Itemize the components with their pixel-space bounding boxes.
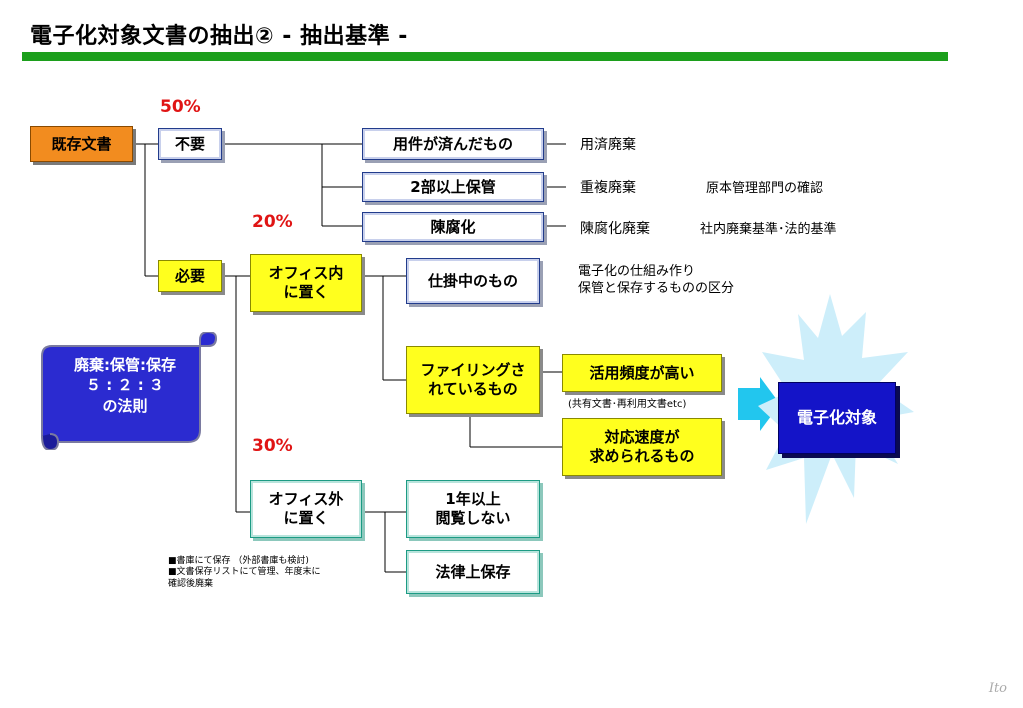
- obsolete-box: 陳腐化: [362, 212, 544, 242]
- fast-response-label: 対応速度が 求められるもの: [589, 428, 695, 465]
- high-use-box: 活用頻度が高い: [562, 354, 722, 392]
- not-viewed-label: 1年以上 閲覧しない: [435, 490, 511, 527]
- outside-office-box: オフィス外 に置く: [250, 480, 362, 538]
- digitize-target-box: 電子化対象: [778, 382, 896, 454]
- existing-docs-box: 既存文書: [30, 126, 133, 162]
- rule-banner-text: 廃棄:保管:保存 ５ : ２ : ３ の法則: [74, 356, 176, 415]
- percent-50: 50%: [160, 97, 201, 117]
- filing-label: ファイリングさ れているもの: [420, 361, 526, 398]
- in-office-label: オフィス内 に置く: [268, 264, 344, 301]
- duplicate-box: 2部以上保管: [362, 172, 544, 202]
- obsolete-label: 陳腐化: [430, 217, 476, 236]
- in-progress-note: 電子化の仕組み作り 保管と保存するものの区分: [578, 264, 735, 296]
- filing-box: ファイリングさ れているもの: [406, 346, 540, 414]
- unneeded-label: 不要: [174, 134, 205, 153]
- high-use-label: 活用頻度が高い: [589, 363, 695, 382]
- duplicate-note: 原本管理部門の確認: [706, 181, 824, 196]
- legal-label: 法律上保存: [435, 562, 511, 581]
- percent-20: 20%: [252, 212, 293, 232]
- in-progress-label: 仕掛中のもの: [427, 271, 518, 290]
- in-progress-box: 仕掛中のもの: [406, 258, 540, 304]
- obsolete-note: 社内廃棄基準･法的基準: [700, 222, 837, 237]
- not-viewed-box: 1年以上 閲覧しない: [406, 480, 540, 538]
- shared-note: (共有文書･再利用文書etc): [568, 399, 687, 410]
- duplicate-label: 2部以上保管: [410, 177, 496, 196]
- needed-box: 必要: [158, 260, 222, 292]
- outside-office-label: オフィス外 に置く: [268, 490, 344, 527]
- existing-docs-label: 既存文書: [51, 134, 112, 153]
- in-office-box: オフィス内 に置く: [250, 254, 362, 312]
- needed-label: 必要: [174, 266, 205, 285]
- duplicate-result: 重複廃棄: [580, 180, 636, 196]
- used-label: 用件が済んだもの: [392, 134, 513, 153]
- digitize-target-label: 電子化対象: [796, 408, 877, 427]
- author-logo: Ito: [988, 681, 1007, 696]
- outside-note: ■書庫にて保存 （外部書庫も検討) ■文書保存リストにて管理、年度末に 確認後廃…: [168, 556, 321, 589]
- percent-30: 30%: [252, 436, 293, 456]
- unneeded-box: 不要: [158, 128, 222, 160]
- page-title: 電子化対象文書の抽出② - 抽出基準 -: [30, 24, 408, 49]
- fast-response-box: 対応速度が 求められるもの: [562, 418, 722, 476]
- legal-box: 法律上保存: [406, 550, 540, 594]
- scroll-banner-icon: [41, 332, 218, 450]
- obsolete-result: 陳腐化廃棄: [580, 221, 650, 237]
- used-box: 用件が済んだもの: [362, 128, 544, 160]
- used-result: 用済廃棄: [580, 137, 636, 153]
- arrow-icon: [738, 377, 780, 431]
- title-rule: [22, 52, 948, 61]
